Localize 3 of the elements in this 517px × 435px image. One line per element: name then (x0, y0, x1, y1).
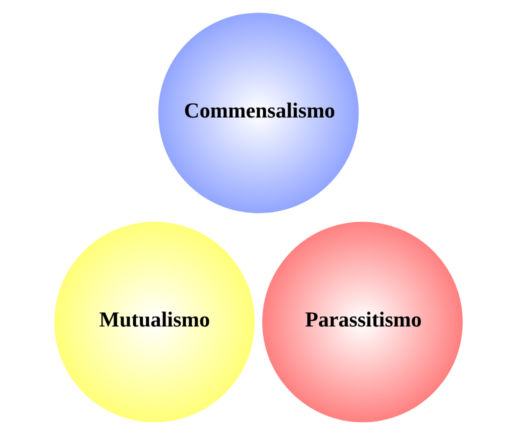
node-circle: Parassitismo (262, 222, 463, 422)
node-circle: Commensalismo (158, 12, 359, 214)
node-circle: Mutualismo (54, 222, 255, 422)
